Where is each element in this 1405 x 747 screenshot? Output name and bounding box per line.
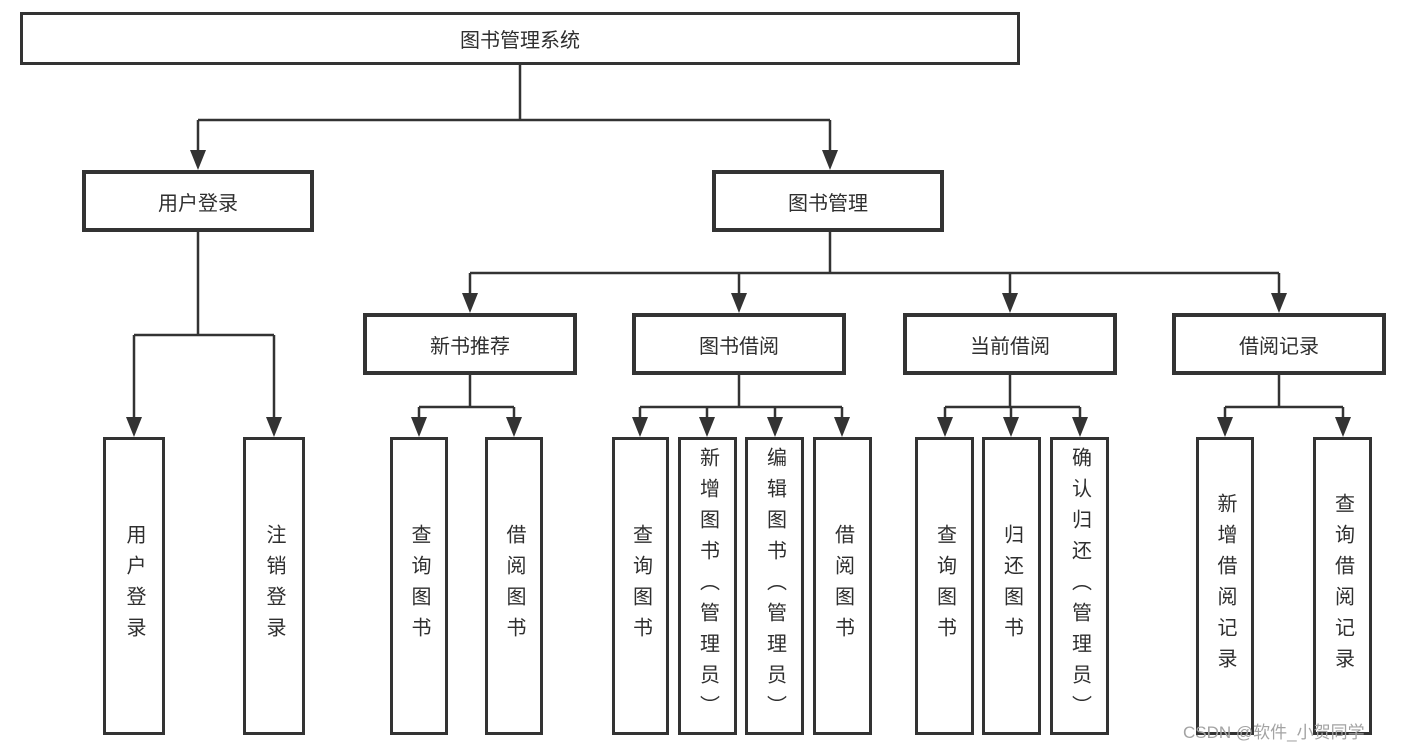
node-borrowing-records-label: 借阅记录 [1239,335,1319,358]
node-root: 图书管理系统 [20,12,1020,65]
leaf-query-borrow-record-label: 查询借阅记录 [1331,493,1354,679]
node-book-borrowing: 图书借阅 [632,313,846,375]
leaf-user-login: 用户登录 [103,437,165,735]
node-book-management-label: 图书管理 [788,192,868,215]
leaf-add-books-admin: 新增图书（管理员） [678,437,737,735]
node-book-borrowing-label: 图书借阅 [699,335,779,358]
node-root-label: 图书管理系统 [460,30,580,52]
node-current-borrowing: 当前借阅 [903,313,1117,375]
leaf-add-books-admin-label: 新增图书（管理员） [696,446,719,726]
leaf-edit-books-admin: 编辑图书（管理员） [745,437,804,735]
leaf-query-books-current-label: 查询图书 [933,524,956,648]
leaf-borrow-books-recommend-label: 借阅图书 [503,524,525,648]
node-book-management: 图书管理 [712,170,944,232]
leaf-query-books-current: 查询图书 [915,437,974,735]
leaf-borrow-books-borrowing-label: 借阅图书 [831,524,854,648]
leaf-return-books: 归还图书 [982,437,1041,735]
leaf-add-borrow-record-label: 新增借阅记录 [1214,493,1236,679]
leaf-query-books-borrowing-label: 查询图书 [629,524,652,648]
node-user-login: 用户登录 [82,170,314,232]
leaf-query-borrow-record: 查询借阅记录 [1313,437,1372,735]
leaf-borrow-books-borrowing: 借阅图书 [813,437,872,735]
leaf-query-books-borrowing: 查询图书 [612,437,669,735]
node-new-book-recommendation: 新书推荐 [363,313,577,375]
node-borrowing-records: 借阅记录 [1172,313,1386,375]
leaf-query-books-recommend-label: 查询图书 [408,524,430,648]
node-new-book-recommendation-label: 新书推荐 [430,335,510,358]
leaf-logout-label: 注销登录 [263,524,285,648]
node-current-borrowing-label: 当前借阅 [970,335,1050,358]
leaf-edit-books-admin-label: 编辑图书（管理员） [763,446,786,726]
leaf-add-borrow-record: 新增借阅记录 [1196,437,1254,735]
leaf-query-books-recommend: 查询图书 [390,437,448,735]
leaf-user-login-label: 用户登录 [123,524,145,648]
leaf-logout: 注销登录 [243,437,305,735]
node-user-login-label: 用户登录 [158,192,238,215]
watermark: CSDN @软件_小贺同学 [1183,723,1365,742]
leaf-return-books-label: 归还图书 [1000,524,1023,648]
leaf-confirm-return-admin-label: 确认归还（管理员） [1068,446,1091,726]
leaf-confirm-return-admin: 确认归还（管理员） [1050,437,1109,735]
leaf-borrow-books-recommend: 借阅图书 [485,437,543,735]
